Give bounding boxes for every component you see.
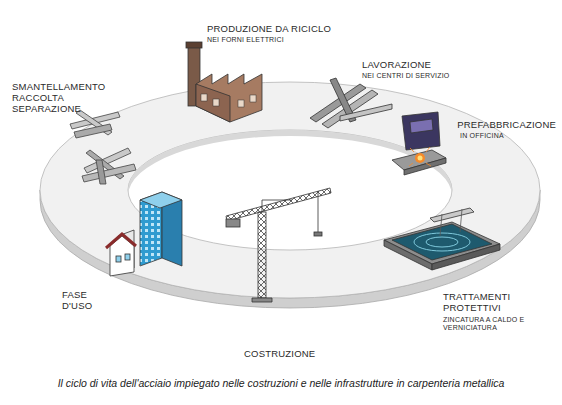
scrap-pile-icon <box>70 110 136 184</box>
stage-subtitle: IN OFFICINA <box>460 132 558 140</box>
stage-subtitle: ZINCATURA A CALDO E VERNICIATURA <box>443 316 533 332</box>
stage-title: TRATTAMENTI PROTETTIVI <box>443 292 523 314</box>
steel-bars-icon <box>310 78 392 128</box>
galvanizing-tank-icon <box>384 208 500 270</box>
factory-icon <box>186 42 262 122</box>
figure-caption: Il ciclo di vita dell'acciaio impiegato … <box>0 377 562 389</box>
stage-title: PREFABBRICAZIONE <box>457 120 555 131</box>
crane-icon <box>226 188 331 302</box>
stage-title: PRODUZIONE DA RICICLO <box>207 24 357 35</box>
stage-subtitle: NEI FORNI ELETTRICI <box>207 36 357 44</box>
stage-title: LAVORAZIONE <box>362 60 512 71</box>
stage-subtitle: NEI CENTRI DI SERVIZIO <box>362 72 512 80</box>
ring-platform <box>40 82 540 308</box>
stage-title: COSTRUZIONE <box>244 349 344 360</box>
stage-title: FASE D'USO <box>62 290 110 312</box>
stage-title: SMANTELLAMENTO RACCOLTA SEPARAZIONE <box>12 82 108 115</box>
welding-icon <box>392 112 446 175</box>
buildings-icon <box>106 192 182 276</box>
